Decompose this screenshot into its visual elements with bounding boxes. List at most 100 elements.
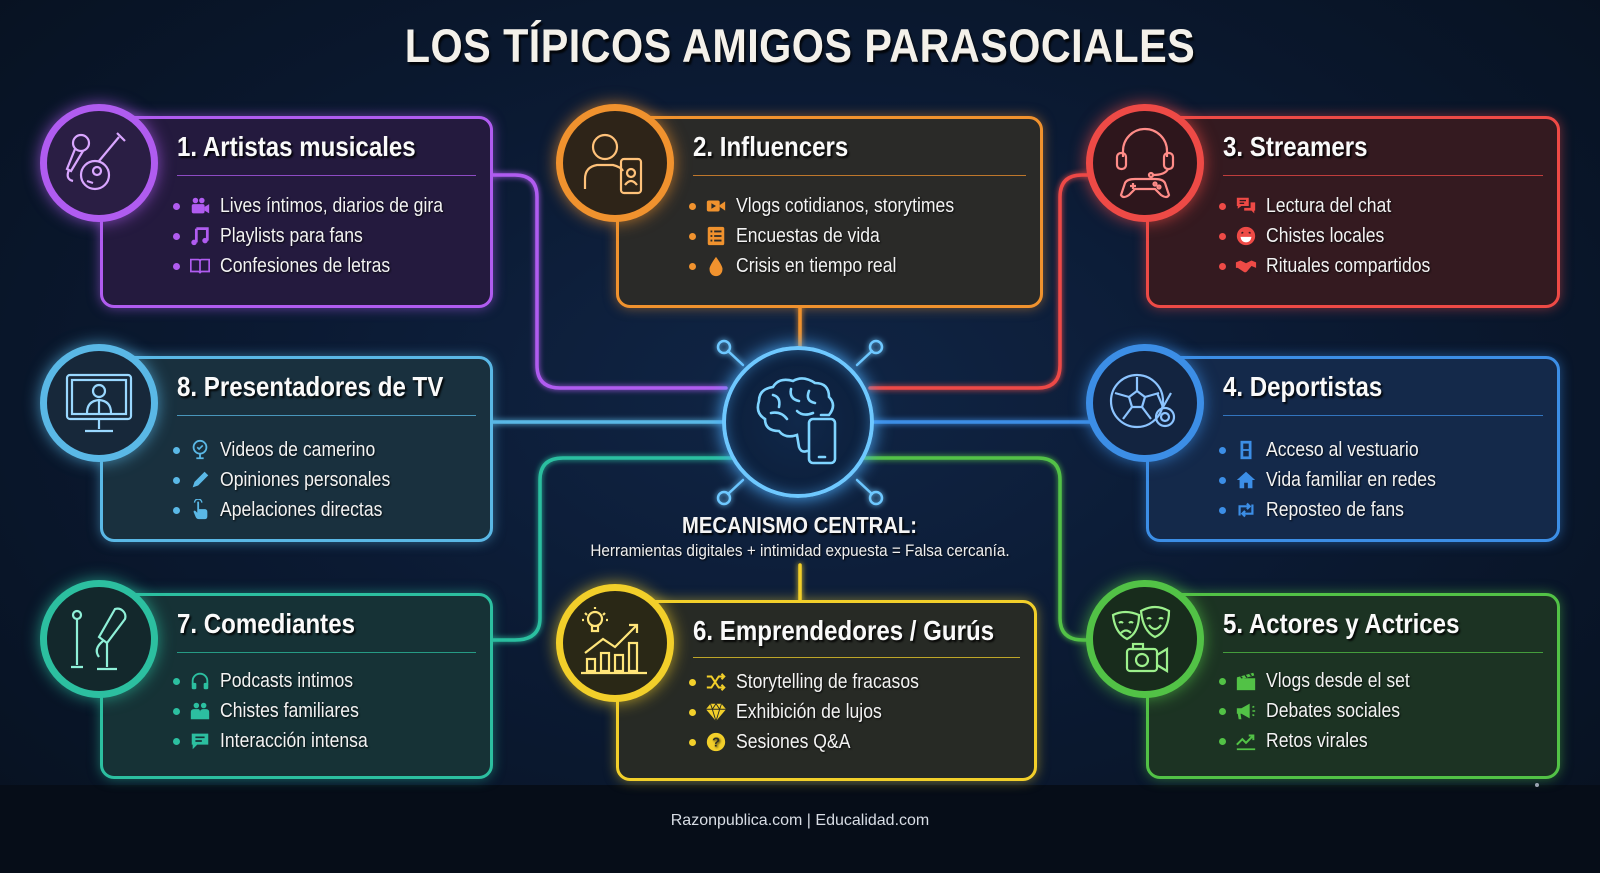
list-item: Podcasts intimos: [173, 666, 388, 696]
lightbulb-growth-chart-icon: [581, 607, 647, 675]
microphone-guitar-icon: [65, 132, 126, 191]
list-item: Storytelling de fracasos: [689, 667, 944, 697]
central-hub: [722, 346, 874, 498]
divider: [177, 652, 476, 653]
list-item: Acceso al vestuario: [1219, 435, 1459, 465]
item-list: Storytelling de fracasos Exhibición de l…: [689, 667, 944, 757]
list-item: Vlogs desde el set: [1219, 666, 1429, 696]
badge-emprendedores-gurus: [556, 584, 674, 702]
shuffle-icon: [704, 670, 728, 694]
list-item: Exhibición de lujos: [689, 697, 944, 727]
microphone-stands-icon: [71, 607, 127, 671]
divider: [177, 175, 476, 176]
list-item: Opiniones personales: [173, 465, 413, 495]
video-camera-icon: [188, 194, 212, 218]
badge-artistas-musicales: [40, 104, 158, 222]
list-item: Lives íntimos, diarios de gira: [173, 191, 473, 221]
home-icon: [1234, 468, 1258, 492]
footer-band: [0, 785, 1600, 873]
list-item: Retos virales: [1219, 726, 1429, 756]
music-note-icon: [188, 224, 212, 248]
card-title: 7. Comediantes: [177, 608, 355, 639]
list-item: Confesiones de letras: [173, 251, 473, 281]
diamond-icon: [704, 700, 728, 724]
person-smartphone-icon: [583, 133, 643, 195]
card-influencers: 2. Influencers Vlogs cotidianos, storyti…: [616, 116, 1043, 308]
question-circle-icon: ?: [704, 730, 728, 754]
list-item: Chistes locales: [1219, 221, 1453, 251]
handshake-icon: [1234, 254, 1258, 278]
badge-presentadores-tv: [40, 344, 158, 462]
badge-streamers: [1086, 104, 1204, 222]
card-artistas-musicales: 1. Artistas musicales Lives íntimos, dia…: [100, 116, 493, 308]
card-actores-actrices: 5. Actores y Actrices Vlogs desde el set…: [1146, 593, 1560, 779]
card-title: 1. Artistas musicales: [177, 131, 416, 162]
door-icon: [1234, 438, 1258, 462]
list-item: ? Sesiones Q&A: [689, 727, 944, 757]
list-item: Videos de camerino: [173, 435, 413, 465]
item-list: Vlogs cotidianos, storytimes Encuestas d…: [689, 191, 984, 281]
card-title: 8. Presentadores de TV: [177, 371, 444, 402]
wire-actores: [860, 456, 1102, 642]
page-title: LOS TÍPICOS AMIGOS PARASOCIALES: [404, 19, 1196, 72]
list-item: Chistes familiares: [173, 696, 388, 726]
item-list: Lives íntimos, diarios de gira Playlists…: [173, 191, 473, 281]
theater-masks-camera-icon: [1111, 605, 1171, 673]
list-item: Playlists para fans: [173, 221, 473, 251]
card-deportistas: 4. Deportistas Acceso al vestuario Vida …: [1146, 356, 1560, 542]
wire-artistas: [488, 173, 728, 390]
item-list: Acceso al vestuario Vida familiar en red…: [1219, 435, 1459, 525]
card-title: 3. Streamers: [1223, 131, 1368, 162]
water-drop-icon: [704, 254, 728, 278]
headphones-icon: [188, 669, 212, 693]
divider: [693, 175, 1026, 176]
list-item: Debates sociales: [1219, 696, 1429, 726]
headset-gamepad-icon: [1115, 127, 1175, 199]
card-emprendedores-gurus: 6. Emprendedores / Gurús Storytelling de…: [616, 600, 1037, 781]
card-title: 4. Deportistas: [1223, 371, 1383, 402]
card-presentadores-tv: 8. Presentadores de TV Videos de camerin…: [100, 356, 493, 542]
list-item: Reposteo de fans: [1219, 495, 1459, 525]
divider: [1223, 415, 1543, 416]
badge-deportistas: [1086, 344, 1204, 462]
list-item: Encuestas de vida: [689, 221, 984, 251]
tv-presenter-icon: [65, 373, 133, 433]
badge-comediantes: [40, 580, 158, 698]
poll-list-icon: [704, 224, 728, 248]
pointing-hand-icon: [188, 498, 212, 522]
clapperboard-icon: [1234, 669, 1258, 693]
video-icon: [704, 194, 728, 218]
soccer-ball-medal-icon: [1109, 373, 1176, 429]
open-book-icon: [188, 254, 212, 278]
repost-icon: [1234, 498, 1258, 522]
badge-influencers: [556, 104, 674, 222]
brain-smartphone-icon: [756, 377, 837, 465]
family-icon: [188, 699, 212, 723]
list-item: Vida familiar en redes: [1219, 465, 1459, 495]
divider: [1223, 175, 1543, 176]
sparkle-dot: [1535, 783, 1539, 787]
wire-comediantes: [488, 456, 737, 642]
wire-streamers: [868, 173, 1098, 390]
badge-actores-actrices: [1086, 580, 1204, 698]
list-item: Interacción intensa: [173, 726, 388, 756]
list-item: Lectura del chat: [1219, 191, 1453, 221]
card-title: 2. Influencers: [693, 131, 849, 162]
hub-title: MECANISMO CENTRAL:: [682, 512, 918, 538]
svg-text:?: ?: [712, 735, 720, 750]
item-list: Videos de camerino Opiniones personales …: [173, 435, 413, 525]
divider: [1223, 652, 1543, 653]
list-item: Crisis en tiempo real: [689, 251, 984, 281]
list-item: Vlogs cotidianos, storytimes: [689, 191, 984, 221]
laughing-face-icon: [1234, 224, 1258, 248]
card-streamers: 3. Streamers Lectura del chat Chistes lo…: [1146, 116, 1560, 308]
mirror-icon: [188, 438, 212, 462]
list-item: Rituales compartidos: [1219, 251, 1453, 281]
hub-caption: MECANISMO CENTRAL: Herramientas digitale…: [500, 512, 1100, 561]
trending-up-icon: [1234, 729, 1258, 753]
message-icon: [188, 729, 212, 753]
divider: [693, 657, 1020, 658]
footer-credits: Razonpublica.com | Educalidad.com: [670, 812, 930, 829]
hub-text: Herramientas digitales + intimidad expue…: [590, 541, 1010, 560]
